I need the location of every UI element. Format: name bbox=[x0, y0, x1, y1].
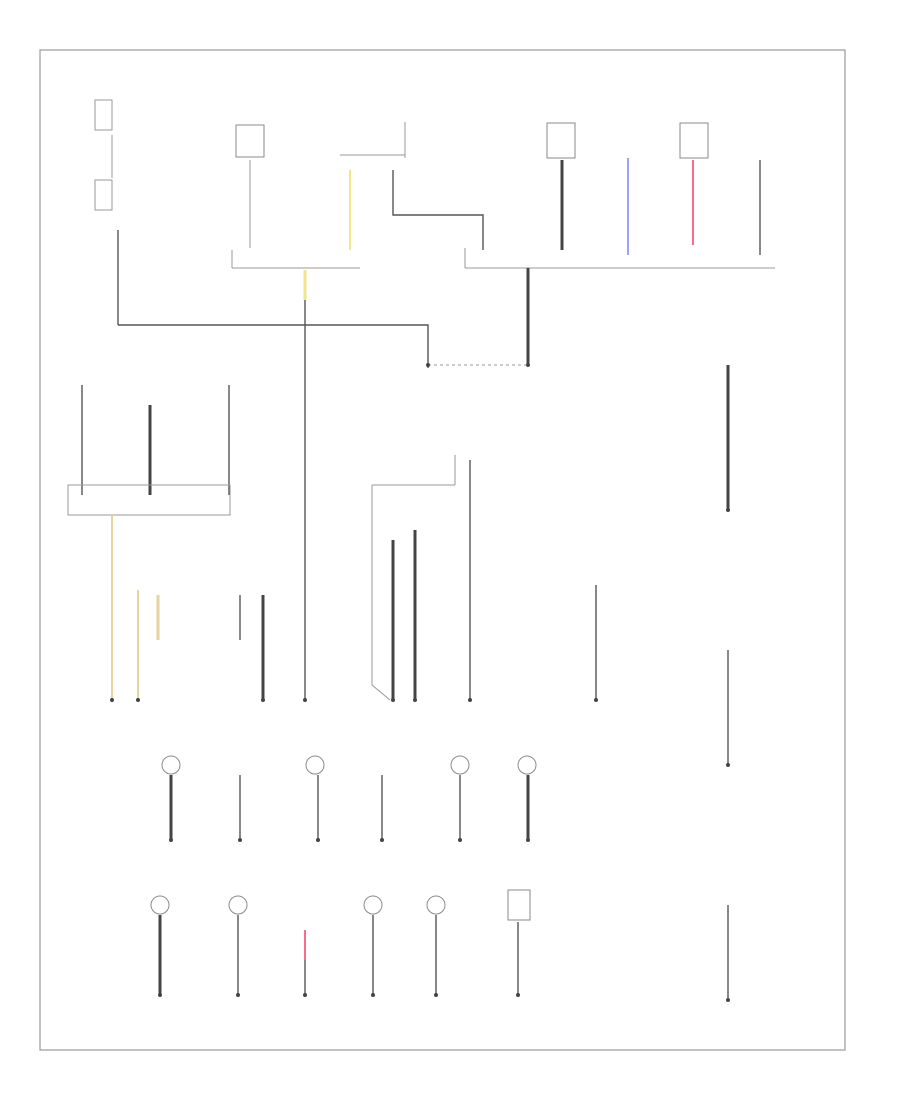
relay-box bbox=[235, 124, 265, 158]
trunk-switch bbox=[507, 889, 531, 921]
junction-box bbox=[67, 484, 231, 516]
sensor-connector-1 bbox=[94, 99, 113, 131]
ground-terminals bbox=[110, 363, 730, 1002]
top-right-components bbox=[428, 122, 775, 366]
lower-lamp-row-2 bbox=[150, 889, 531, 995]
top-left-sensors bbox=[94, 99, 429, 368]
diagram-frame bbox=[39, 49, 846, 1051]
sensor-connector-2 bbox=[94, 179, 113, 211]
compressor-clutch bbox=[546, 122, 576, 159]
fan-switch bbox=[679, 122, 709, 159]
top-center-components bbox=[231, 122, 484, 700]
middle-left-switches bbox=[67, 385, 265, 700]
middle-center-wiring bbox=[371, 455, 597, 701]
lower-lamp-row-1 bbox=[161, 755, 537, 840]
